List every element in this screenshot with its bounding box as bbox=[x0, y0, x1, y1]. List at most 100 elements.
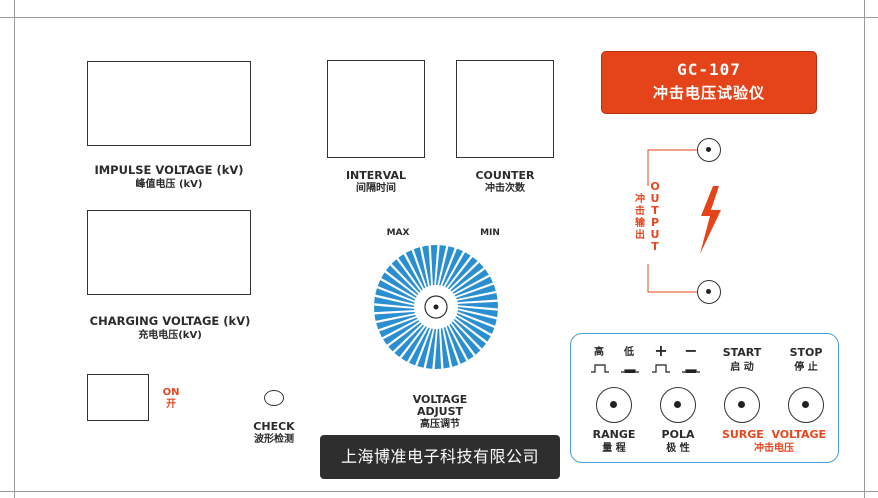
check-label-cn: 波形检测 bbox=[254, 434, 294, 445]
dial-spoke bbox=[456, 313, 495, 334]
dial-spoke bbox=[450, 262, 484, 292]
power-switch[interactable] bbox=[87, 374, 149, 421]
dial-spoke bbox=[394, 324, 425, 358]
dial-spoke bbox=[398, 254, 423, 291]
pola-label: POLA bbox=[661, 428, 695, 441]
dial-spoke bbox=[409, 327, 430, 366]
dial-spoke bbox=[436, 245, 447, 286]
dial-spoke bbox=[374, 305, 415, 313]
voltage-adjust-label-cn: 高压调节 bbox=[420, 419, 460, 430]
dial-spoke bbox=[451, 321, 481, 355]
range-high-pulse-icon bbox=[591, 364, 609, 373]
voltage-adjust-dial[interactable] bbox=[372, 243, 500, 371]
dial-spoke bbox=[430, 245, 438, 286]
polarity-plus-label: + bbox=[654, 341, 668, 360]
dial-spoke bbox=[375, 288, 415, 304]
output-label: OUTPUT bbox=[650, 180, 660, 253]
dial-spoke bbox=[457, 293, 498, 303]
dial-spoke bbox=[452, 269, 489, 294]
dial-spoke bbox=[376, 314, 416, 330]
range-high-label-cn: 高 bbox=[594, 347, 604, 358]
dial-spoke bbox=[383, 320, 420, 345]
range-low-pulse-icon bbox=[621, 369, 639, 373]
impulse-voltage-label: IMPULSE VOLTAGE (kV) bbox=[94, 163, 244, 177]
dial-spoke bbox=[385, 265, 419, 296]
dial-spoke bbox=[454, 276, 493, 297]
dial-spoke bbox=[456, 284, 496, 300]
dial-spoke bbox=[401, 326, 427, 362]
impulse-voltage-label-cn: 峰值电压 (kV) bbox=[135, 179, 203, 190]
dial-spoke bbox=[434, 328, 442, 369]
frame-left-line bbox=[14, 0, 15, 498]
dial-spoke bbox=[405, 250, 426, 289]
dial-spoke bbox=[449, 323, 474, 360]
start-label: START bbox=[722, 346, 762, 359]
start-label-cn: 启 动 bbox=[730, 362, 754, 373]
charging-voltage-label-cn: 充电电压(kV) bbox=[138, 330, 202, 341]
frame-bottom-line bbox=[0, 491, 878, 492]
frame-top-line bbox=[0, 17, 878, 18]
charging-voltage-display bbox=[87, 210, 251, 295]
voltage-adjust-label-1: VOLTAGE bbox=[412, 393, 468, 406]
dial-spoke bbox=[379, 317, 418, 338]
high-voltage-bolt-icon bbox=[700, 186, 721, 254]
polarity-button[interactable] bbox=[660, 387, 696, 423]
range-label-cn: 量 程 bbox=[602, 443, 626, 454]
dial-spoke bbox=[442, 248, 463, 287]
dial-spoke bbox=[443, 327, 459, 367]
check-label: CHECK bbox=[253, 420, 295, 433]
output-label-cn: 冲击输出 bbox=[635, 194, 645, 241]
dial-min-label: MIN bbox=[480, 228, 500, 238]
dial-spoke bbox=[447, 256, 478, 290]
power-on-label-cn: 开 bbox=[166, 399, 176, 410]
output-wiring bbox=[647, 149, 698, 293]
dial-spoke bbox=[453, 318, 487, 349]
dial-spoke bbox=[440, 328, 450, 369]
impulse-voltage-display bbox=[87, 61, 251, 146]
dial-max-label: MAX bbox=[386, 228, 410, 238]
voltage-adjust-label-2: ADJUST bbox=[416, 405, 464, 418]
dial-spoke bbox=[455, 316, 491, 342]
stop-label: STOP bbox=[789, 346, 823, 359]
frame-right-line bbox=[864, 0, 865, 498]
counter-label: COUNTER bbox=[475, 169, 535, 182]
dial-spoke bbox=[381, 272, 417, 298]
device-title-box: GC-107 冲击电压试验仪 bbox=[601, 51, 817, 114]
dial-spoke bbox=[413, 247, 429, 287]
counter-label-cn: 冲击次数 bbox=[485, 183, 525, 194]
interval-label-cn: 间隔时间 bbox=[356, 183, 396, 194]
power-on-label: ON bbox=[162, 387, 180, 398]
stop-label-cn: 停 止 bbox=[794, 362, 818, 373]
polarity-negative-pulse-icon bbox=[682, 369, 700, 373]
polarity-minus-label: − bbox=[684, 341, 698, 360]
pola-label-cn: 极 性 bbox=[666, 443, 690, 454]
range-label: RANGE bbox=[592, 428, 636, 441]
charging-voltage-label: CHARGING VOLTAGE (kV) bbox=[89, 314, 251, 328]
start-button[interactable] bbox=[724, 387, 760, 423]
surge-voltage-label: SURGE VOLTAGE bbox=[721, 428, 827, 441]
counter-display bbox=[456, 60, 554, 158]
dial-spoke bbox=[457, 307, 498, 318]
dial-spoke bbox=[417, 328, 433, 368]
check-port[interactable] bbox=[264, 390, 284, 406]
dial-spoke bbox=[457, 310, 497, 326]
polarity-positive-pulse-icon bbox=[652, 364, 670, 373]
range-low-label-cn: 低 bbox=[624, 347, 634, 358]
range-button[interactable] bbox=[596, 387, 632, 423]
device-model: GC-107 bbox=[677, 60, 741, 79]
dial-spoke bbox=[377, 280, 416, 301]
stop-button[interactable] bbox=[788, 387, 824, 423]
dial-spoke bbox=[391, 259, 421, 293]
dial-spoke bbox=[422, 245, 432, 286]
output-terminal-bottom[interactable] bbox=[697, 280, 721, 304]
dial-spoke bbox=[374, 311, 415, 321]
company-nameplate: 上海博准电子科技有限公司 bbox=[320, 435, 560, 479]
device-name-cn: 冲击电压试验仪 bbox=[652, 84, 765, 102]
interval-label: INTERVAL bbox=[345, 169, 407, 182]
dial-spoke bbox=[446, 325, 467, 364]
dial-spoke bbox=[425, 328, 436, 369]
dial-spoke bbox=[439, 246, 455, 286]
output-terminal-top[interactable] bbox=[697, 138, 721, 162]
dial-spoke bbox=[388, 322, 422, 352]
dial-spoke bbox=[457, 301, 498, 309]
